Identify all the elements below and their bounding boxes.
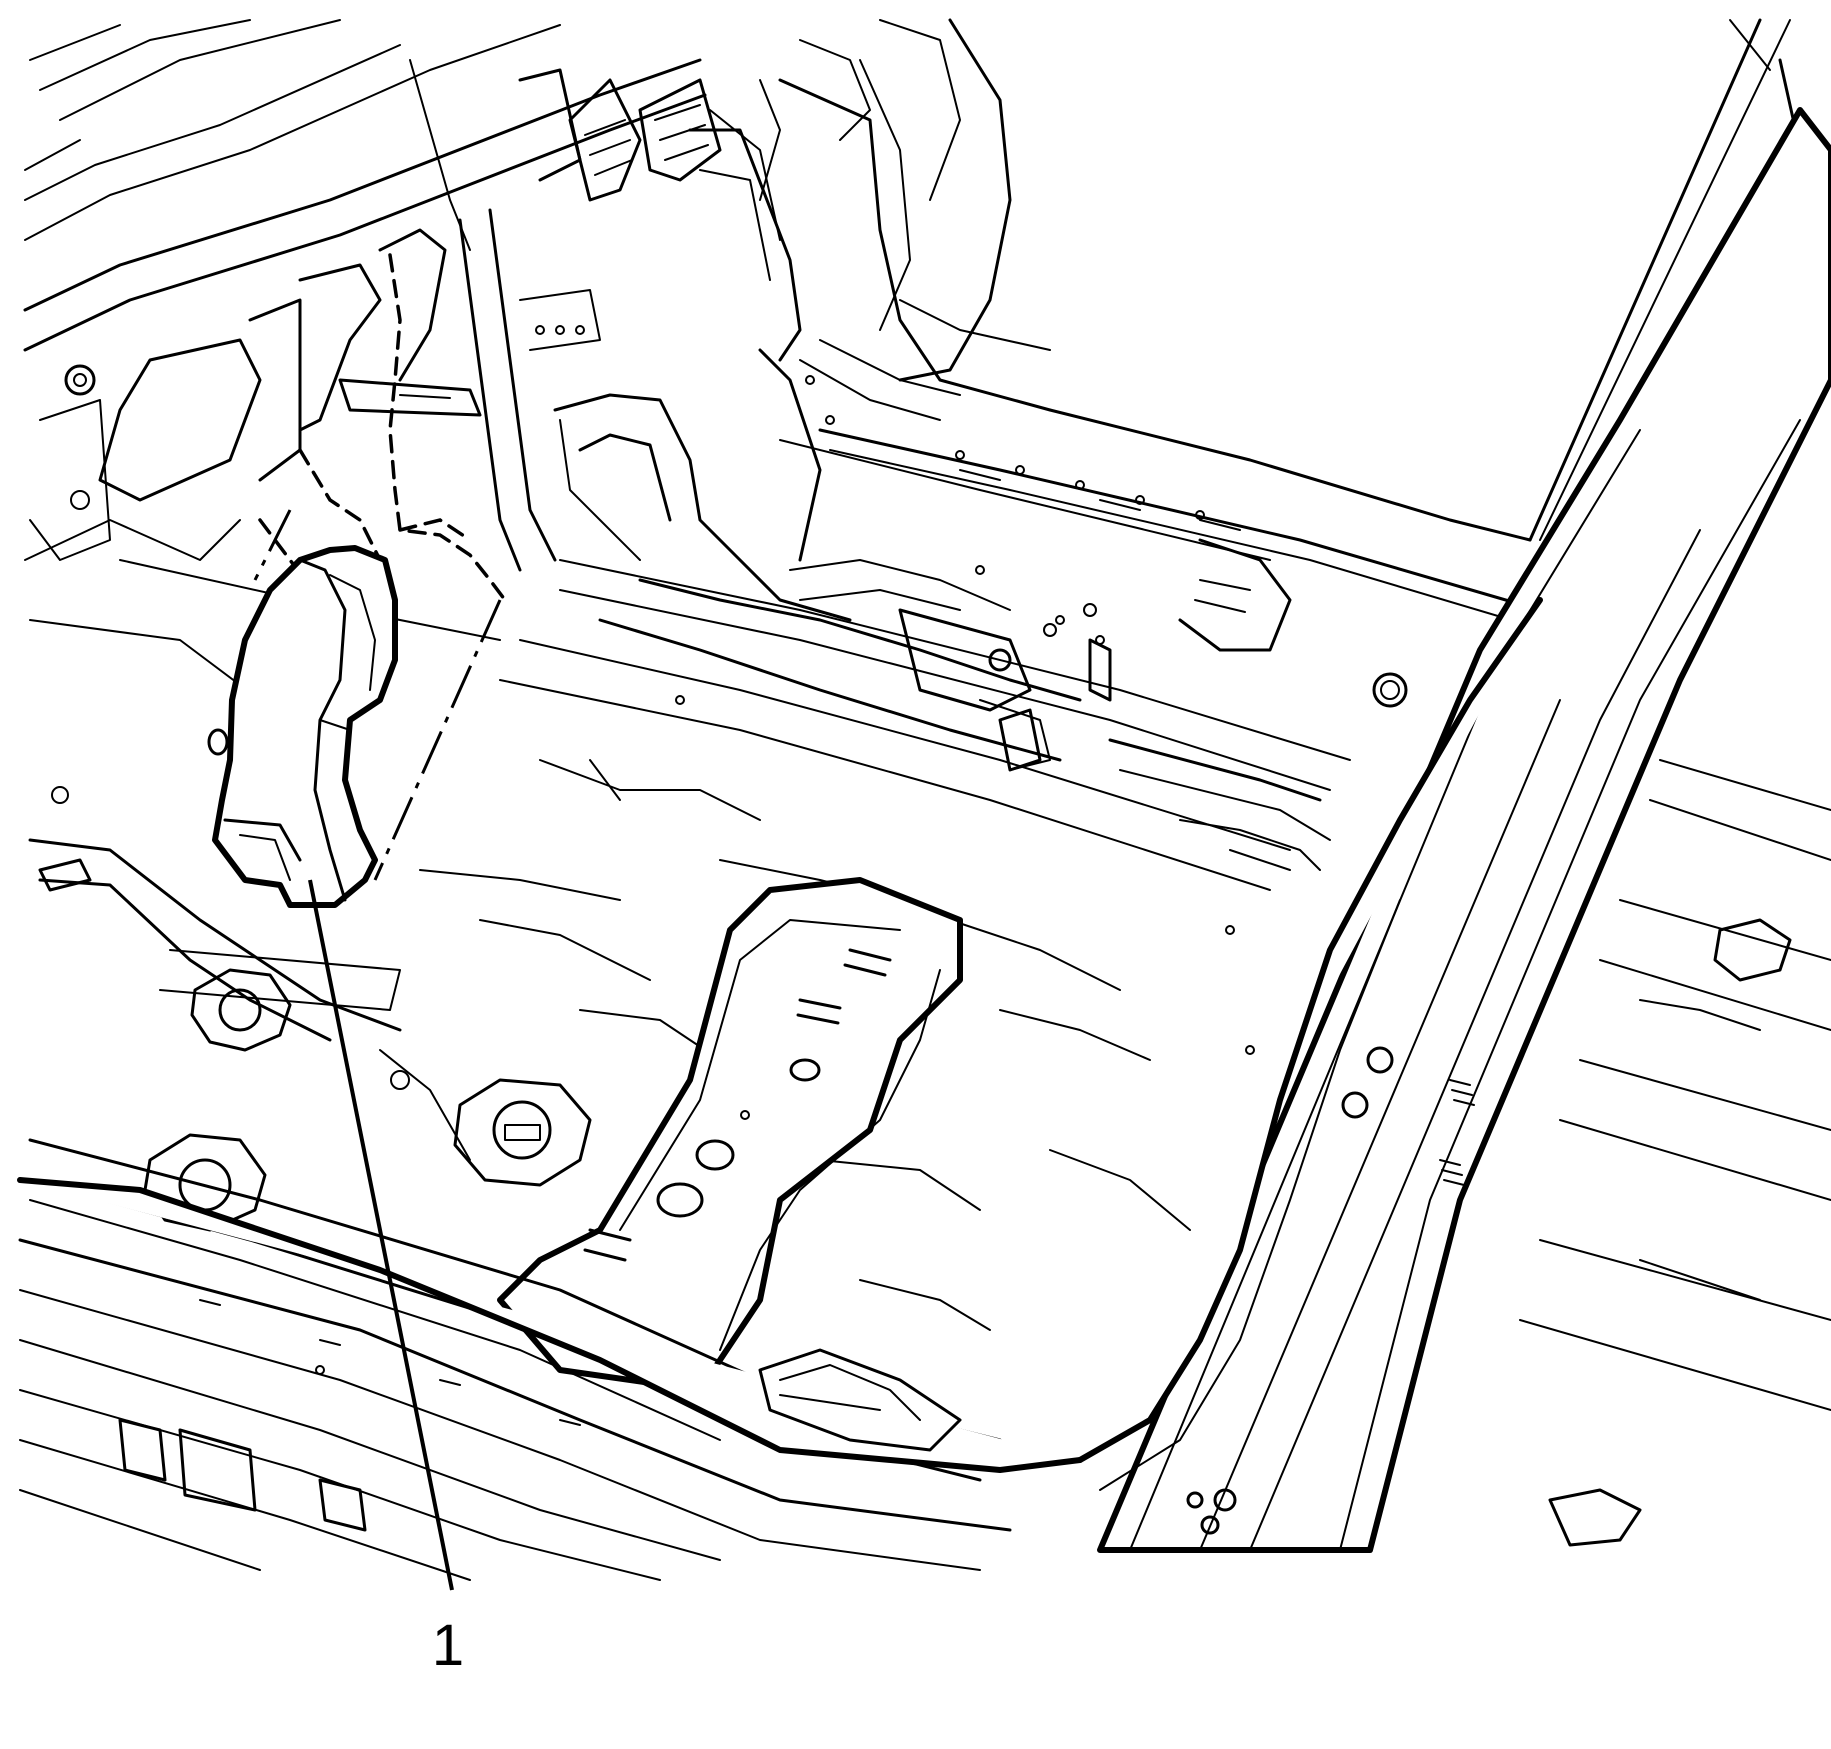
callout-1-leader	[308, 879, 454, 1591]
rocker-sill-right	[499, 428, 1546, 935]
dash-panel	[688, 18, 1012, 562]
rear-floor-right	[1519, 759, 1831, 1547]
rocker-sill-left	[17, 597, 1543, 1581]
floor-air-outlet-duct	[207, 545, 398, 908]
floor-tunnel	[553, 393, 1331, 871]
door-opening	[778, 18, 1831, 1553]
callout-1-label: 1	[432, 1613, 464, 1678]
instrument-panel-carrier	[23, 19, 871, 572]
callout-1: 1	[308, 879, 464, 1678]
seat-mount-bracket	[758, 1348, 962, 1452]
